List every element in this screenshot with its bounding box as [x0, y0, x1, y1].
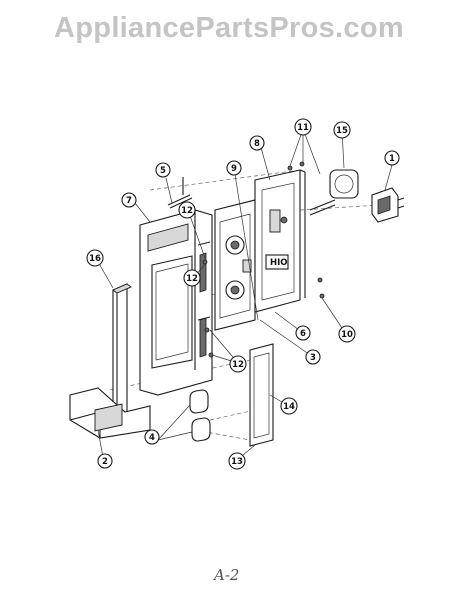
- svg-text:13: 13: [231, 457, 243, 467]
- callout-11: 11: [294, 118, 312, 136]
- svg-text:1: 1: [389, 154, 395, 164]
- svg-text:6: 6: [300, 329, 306, 339]
- svg-text:11: 11: [297, 123, 309, 133]
- callout-3: 3: [305, 349, 321, 365]
- part-4-knobs: [189, 389, 211, 442]
- callout-12-upper: 12: [178, 201, 196, 219]
- callout-13: 13: [228, 452, 246, 470]
- callout-15: 15: [333, 121, 351, 139]
- svg-text:9: 9: [231, 164, 237, 174]
- callout-7: 7: [121, 192, 137, 208]
- part-1-connector: [371, 187, 405, 223]
- callout-12-lower: 12: [229, 355, 247, 373]
- svg-text:HIO: HIO: [270, 258, 288, 268]
- part-14-window-frame: [249, 343, 274, 447]
- svg-text:4: 4: [149, 433, 155, 443]
- svg-text:12: 12: [186, 274, 198, 284]
- svg-text:12: 12: [232, 360, 244, 370]
- page-label: A-2: [214, 566, 240, 584]
- leader-lines: [96, 128, 393, 469]
- svg-text:3: 3: [310, 353, 316, 363]
- callout-10: 10: [338, 325, 356, 343]
- part-3-control-board: [214, 199, 256, 331]
- callout-1: 1: [384, 150, 400, 166]
- callout-8: 8: [249, 135, 265, 151]
- svg-text:8: 8: [254, 139, 260, 149]
- svg-text:2: 2: [102, 457, 108, 467]
- callout-9: 9: [226, 160, 242, 176]
- watermark-logo: AppliancePartsPros.com: [54, 12, 404, 44]
- part-16-side-trim: [112, 283, 132, 437]
- callout-4: 4: [144, 429, 160, 445]
- svg-text:12: 12: [181, 206, 193, 216]
- callout-5: 5: [155, 162, 171, 178]
- svg-text:5: 5: [160, 166, 166, 176]
- svg-text:10: 10: [341, 330, 353, 340]
- callout-14: 14: [280, 397, 298, 415]
- part-15-timer-motor: [309, 169, 359, 216]
- svg-text:7: 7: [126, 196, 132, 206]
- svg-text:14: 14: [283, 402, 295, 412]
- part-7-control-panel-frame: [139, 209, 213, 396]
- svg-text:16: 16: [89, 254, 101, 264]
- callout-16: 16: [86, 249, 104, 267]
- callout-2: 2: [97, 453, 113, 469]
- screws: [202, 161, 325, 358]
- part-5-rod: [167, 177, 193, 209]
- part-2-base-bracket: [69, 387, 151, 439]
- callout-12-middle: 12: [183, 269, 201, 287]
- callout-6: 6: [295, 325, 311, 341]
- part-8-mounting-plate: HIO: [254, 169, 306, 313]
- svg-text:15: 15: [336, 126, 348, 136]
